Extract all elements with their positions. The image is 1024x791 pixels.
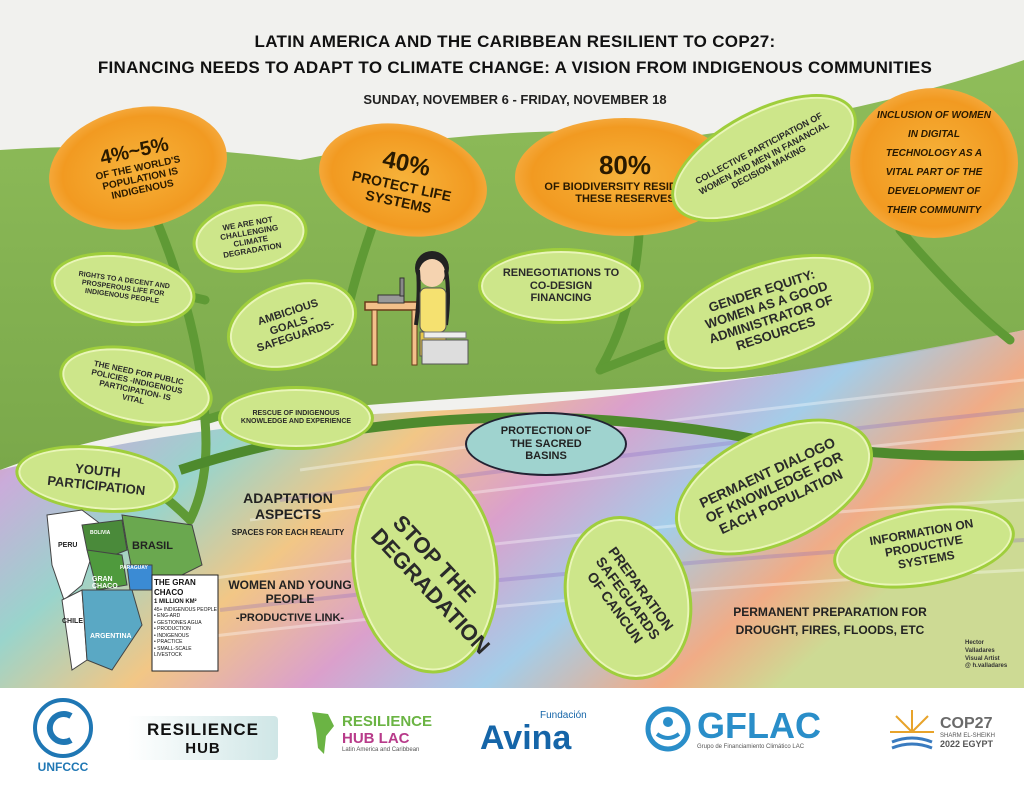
footer-logos: UNFCCC RESILIENCE HUB RESILIENCE HUB LAC… xyxy=(0,688,1024,791)
south-america-map xyxy=(46,509,219,672)
map-label-gran-chaco: GRAN CHACO xyxy=(92,576,118,590)
unfccc-emblem-icon xyxy=(33,698,93,758)
rh-lac-line-2: HUB LAC xyxy=(342,730,410,747)
leaf-renegotiations: RENEGOTIATIONS TO CO-DESIGN FINANCING xyxy=(478,248,644,324)
girl-desk-illustration xyxy=(364,251,469,366)
rh-lac-line-1: RESILIENCE xyxy=(342,713,433,730)
resilience-hub-line-2: HUB xyxy=(185,739,221,757)
gflac-wordmark: GFLAC xyxy=(697,705,821,746)
logo-gflac[interactable]: GFLAC Grupo de Financiamiento Climático … xyxy=(645,706,865,752)
sun-icon xyxy=(890,710,934,750)
gran-chaco-item: • ENG-ARD xyxy=(154,613,181,620)
gran-chaco-title: THE GRAN CHACO xyxy=(154,578,196,598)
artist-credit-line-4: @ h.valladares xyxy=(965,663,1008,670)
unfccc-label: UNFCCC xyxy=(37,760,89,774)
resilience-hub-line-1: RESILIENCE xyxy=(146,719,260,739)
gran-chaco-area: 1 MILLION KM² xyxy=(154,598,197,605)
leaf-preparation-text: PREPARATION SAFEGUARDS OF CANCUN xyxy=(583,543,677,647)
leaf-protection-basins: PROTECTION OF THE SACRED BASINS xyxy=(465,412,627,476)
cop27-year: 2022 EGYPT xyxy=(940,739,994,749)
logo-cop27[interactable]: COP27 SHARM EL-SHEIKH 2022 EGYPT xyxy=(888,708,1018,756)
title-line-1: LATIN AMERICA AND THE CARIBBEAN RESILIEN… xyxy=(254,32,776,51)
leaf-stop-text: STOP THE DEGRADATION xyxy=(365,509,495,659)
gran-chaco-item: • SMALL-SCALE LIVESTOCK xyxy=(154,645,192,659)
latin-america-map-icon xyxy=(312,712,334,754)
logo-resilience-hub-lac[interactable]: RESILIENCE HUB LAC Latin America and Car… xyxy=(308,708,448,758)
leaf-protection-text: PROTECTION OF THE SACRED BASINS xyxy=(500,425,592,463)
adaptation-aspects-title: ADAPTATION ASPECTS xyxy=(243,490,333,523)
permanent-preparation: PERMANENT PREPARATION FOR DROUGHT, FIRES… xyxy=(733,605,927,637)
leaf-public-policies-text: THE NEED FOR PUBLIC POLICIES -INDIGENOUS… xyxy=(90,358,185,407)
flower-women-digital: INCLUSION OF WOMEN IN DIGITAL TECHNOLOGY… xyxy=(850,88,1018,238)
event-dates: SUNDAY, NOVEMBER 6 - FRIDAY, NOVEMBER 18 xyxy=(363,92,667,107)
map-label-brasil: BRASIL xyxy=(132,540,173,552)
flower-biodiversity-value: 80% xyxy=(598,149,652,180)
gran-chaco-item: • INDIGENOUS xyxy=(154,632,189,639)
leaf-rescue: RESCUE OF INDIGENOUS KNOWLEDGE AND EXPER… xyxy=(218,386,374,450)
productive-link: -PRODUCTIVE LINK- xyxy=(235,612,345,624)
gflac-hands-icon xyxy=(645,706,691,752)
cop27-wordmark: COP27 xyxy=(940,715,993,732)
artist-credit-line-2: Valladares xyxy=(965,647,995,654)
map-label-peru: PERU xyxy=(58,542,78,549)
title-line-2: FINANCING NEEDS TO ADAPT TO CLIMATE CHAN… xyxy=(97,58,933,77)
rh-lac-subtitle: Latin America and Caribbean xyxy=(342,747,420,753)
logo-unfccc[interactable]: UNFCCC xyxy=(18,696,108,774)
women-young-people: WOMEN AND YOUNG PEOPLE xyxy=(228,578,352,606)
poster: LATIN AMERICA AND THE CARIBBEAN RESILIEN… xyxy=(0,0,1024,688)
avina-fundacion: Fundación xyxy=(540,710,587,721)
leaf-ambitious-text: AMBICIOUS GOALS -SAFEGUARDS- xyxy=(255,297,337,355)
adaptation-aspects-sub: SPACES FOR EACH REALITY xyxy=(231,528,345,537)
gran-chaco-item: • PRODUCTION xyxy=(154,626,191,633)
artist-credit-line-3: Visual Artist xyxy=(965,655,1000,662)
leaf-youth-text: YOUTH PARTICIPATION xyxy=(46,460,146,499)
logo-fundacion-avina[interactable]: Fundación Avina xyxy=(480,710,610,755)
leaf-not-challenging-text: WE ARE NOT CHALLENGING CLIMATE DEGRADATI… xyxy=(219,214,283,261)
leaf-rescue-text: RESCUE OF INDIGENOUS KNOWLEDGE AND EXPER… xyxy=(240,409,352,425)
map-label-paraguay: PARAGUAY xyxy=(120,565,148,571)
logo-resilience-hub[interactable]: RESILIENCE HUB xyxy=(128,716,278,760)
avina-wordmark: Avina xyxy=(480,719,572,757)
gran-chaco-item: • PRACTICE xyxy=(154,639,183,646)
map-label-bolivia: BOLIVIA xyxy=(90,530,111,536)
leaf-information-text: INFORMATION ON PRODUCTIVE SYSTEMS xyxy=(868,516,975,572)
artist-credit: Hector Valladares Visual Artist @ h.vall… xyxy=(965,640,1007,671)
map-label-argentina: ARGENTINA xyxy=(90,633,132,640)
map-label-chile: CHILE xyxy=(62,618,83,625)
artist-credit-line-1: Hector xyxy=(965,640,985,646)
gran-chaco-item: 45+ INDIGENOUS PEOPLE xyxy=(154,606,217,613)
leaf-renegotiations-text: RENEGOTIATIONS TO CO-DESIGN FINANCING xyxy=(502,267,620,305)
gflac-subtitle: Grupo de Financiamiento Climático LAC xyxy=(697,744,805,750)
flower-biodiversity-text: OF BIODIVERSITY RESIDES IN THESE RESERVE… xyxy=(544,180,706,205)
gran-chaco-infobox: THE GRAN CHACO 1 MILLION KM² 45+ INDIGEN… xyxy=(154,578,218,659)
gran-chaco-item: • GESTIONES AGUA xyxy=(154,619,202,626)
leaf-rights-text: RIGHTS TO A DECENT AND PROSPEROUS LIFE F… xyxy=(78,270,171,306)
cop27-location: SHARM EL-SHEIKH xyxy=(940,733,996,739)
flower-women-text: INCLUSION OF WOMEN IN DIGITAL TECHNOLOGY… xyxy=(877,110,991,216)
